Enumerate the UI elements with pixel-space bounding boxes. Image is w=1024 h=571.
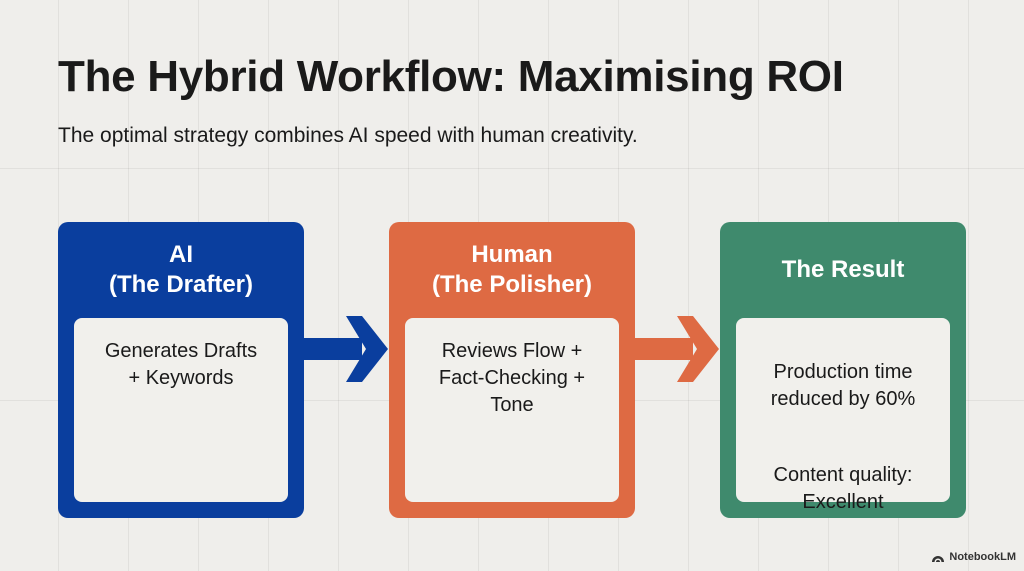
- slide-subtitle: The optimal strategy combines AI speed w…: [58, 124, 638, 147]
- notebooklm-logo-icon: [932, 556, 945, 562]
- card-human-polisher: Human (The Polisher) Reviews Flow + Fact…: [389, 222, 635, 518]
- result-content-quality: Content quality: Excellent: [773, 464, 913, 513]
- card-body: Generates Drafts + Keywords: [74, 318, 288, 502]
- card-result: The Result Production time reduced by 60…: [720, 222, 966, 518]
- slide-title: The Hybrid Workflow: Maximising ROI: [58, 52, 844, 101]
- card-heading: AI (The Drafter): [108, 241, 253, 298]
- branding-label: NotebookLM: [949, 551, 1016, 563]
- card-body: Production time reduced by 60% Content q…: [736, 318, 950, 513]
- card-heading: The Result: [781, 256, 905, 283]
- card-body: Reviews Flow + Fact-Checking + Tone: [405, 318, 619, 502]
- notebooklm-branding: NotebookLM: [931, 551, 1016, 563]
- card-heading: Human (The Polisher): [431, 241, 593, 298]
- arrow-right-icon: [302, 316, 388, 382]
- result-production-time: Production time reduced by 60%: [770, 361, 916, 410]
- arrow-right-icon: [633, 316, 719, 382]
- card-ai-drafter: AI (The Drafter) Generates Drafts + Keyw…: [58, 222, 304, 518]
